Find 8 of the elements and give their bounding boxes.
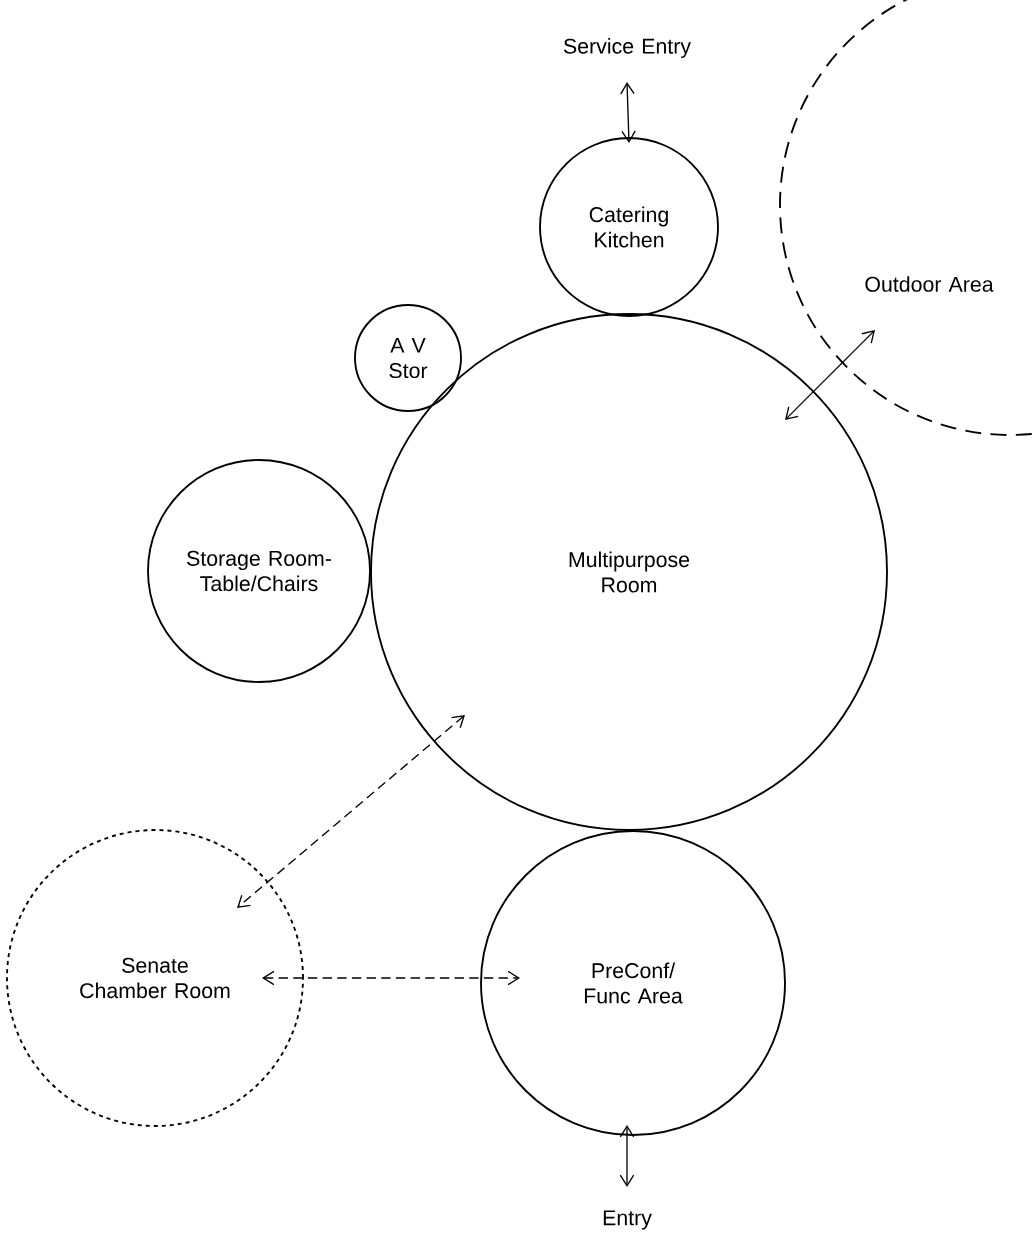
double-arrow: [237, 715, 465, 908]
double-arrow: [619, 1125, 635, 1187]
double-arrow: [262, 970, 520, 986]
entry-label: Service Entry: [563, 38, 691, 58]
double-arrow: [785, 330, 875, 420]
entry-label: Entry: [603, 1210, 652, 1230]
dashed-area: Outdoor Area: [779, 0, 1034, 436]
double-arrow: [620, 82, 636, 143]
